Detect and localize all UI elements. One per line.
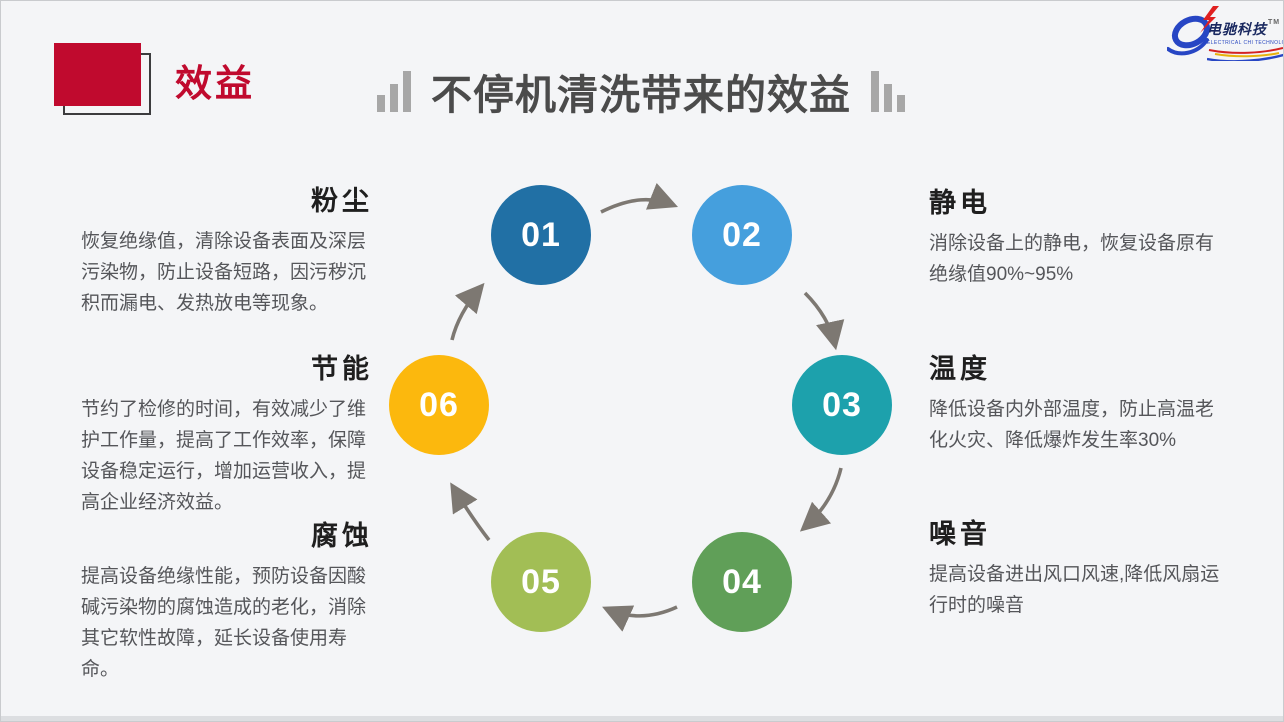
bars-ascending-icon [377,71,411,119]
logo-subtitle: ELECTRICAL CHI TECHNOLOGY [1207,40,1283,46]
step-number: 02 [722,215,762,254]
cycle-step-05: 05 [491,532,591,632]
benefit-block-noise: 噪音 提高设备进出风口风速,降低风扇运行时的噪音 [929,512,1221,621]
logo-color-swoosh-lines [1207,47,1283,61]
benefit-body: 消除设备上的静电，恢复设备原有绝缘值90%~95% [929,233,1215,285]
benefit-body: 节约了检修的时间，有效减少了维护工作量，提高了工作效率，保障设备稳定运行，增加运… [81,399,367,513]
arrow-02-03 [803,291,845,351]
step-number: 05 [521,562,561,601]
benefit-heading: 噪音 [929,519,991,549]
corner-label: 效益 [175,63,255,104]
logo-text: 电驰科技TM ELECTRICAL CHI TECHNOLOGY [1207,19,1283,61]
benefit-block-energy: 节能 节约了检修的时间，有效减少了维护工作量，提高了工作效率，保障设备稳定运行，… [81,347,373,518]
step-number: 03 [822,385,862,424]
arrow-01-02 [600,182,679,214]
step-number: 06 [419,385,459,424]
benefit-heading: 腐蚀 [311,521,373,551]
benefit-heading: 静电 [929,188,991,218]
company-logo: 电驰科技TM ELECTRICAL CHI TECHNOLOGY [1167,4,1283,61]
bars-descending-icon [871,71,905,119]
benefit-body: 提高设备绝缘性能，预防设备因酸碱污染物的腐蚀造成的老化，消除其它软性故障，延长设… [81,566,367,680]
benefit-block-dust: 粉尘 恢复绝缘值，清除设备表面及深层污染物，防止设备短路，因污秽沉积而漏电、发热… [81,179,373,319]
benefit-body: 恢复绝缘值，清除设备表面及深层污染物，防止设备短路，因污秽沉积而漏电、发热放电等… [81,231,367,314]
cycle-step-04: 04 [692,532,792,632]
step-number: 04 [722,562,762,601]
benefit-block-static: 静电 消除设备上的静电，恢复设备原有绝缘值90%~95% [929,181,1221,290]
cycle-step-02: 02 [692,185,792,285]
logo-tm: TM [1268,19,1281,26]
arrow-04-05 [602,605,678,632]
cycle-step-01: 01 [491,185,591,285]
benefit-body: 提高设备进出风口风速,降低风扇运行时的噪音 [929,564,1220,616]
cycle-step-03: 03 [792,355,892,455]
arrow-03-04 [799,467,843,532]
benefit-block-corrosion: 腐蚀 提高设备绝缘性能，预防设备因酸碱污染物的腐蚀造成的老化，消除其它软性故障，… [81,514,373,685]
step-number: 01 [521,215,561,254]
corner-red-box [54,43,141,106]
logo-swoosh-icon [1167,6,1219,56]
title-row: 不停机清洗带来的效益 [301,71,981,119]
benefit-heading: 温度 [929,354,991,384]
benefit-block-temperature: 温度 降低设备内外部温度，防止高温老化火灾、降低爆炸发生率30% [929,347,1221,456]
arrow-06-01 [450,282,485,341]
benefit-heading: 节能 [311,354,373,384]
benefit-heading: 粉尘 [311,186,373,216]
benefit-body: 降低设备内外部温度，防止高温老化火灾、降低爆炸发生率30% [929,399,1215,451]
arrow-05-06 [450,482,491,542]
page-title: 不停机清洗带来的效益 [431,71,851,118]
cycle-step-06: 06 [389,355,489,455]
bottom-edge-strip [1,716,1283,721]
logo-name: 电驰科技TM [1207,19,1281,37]
